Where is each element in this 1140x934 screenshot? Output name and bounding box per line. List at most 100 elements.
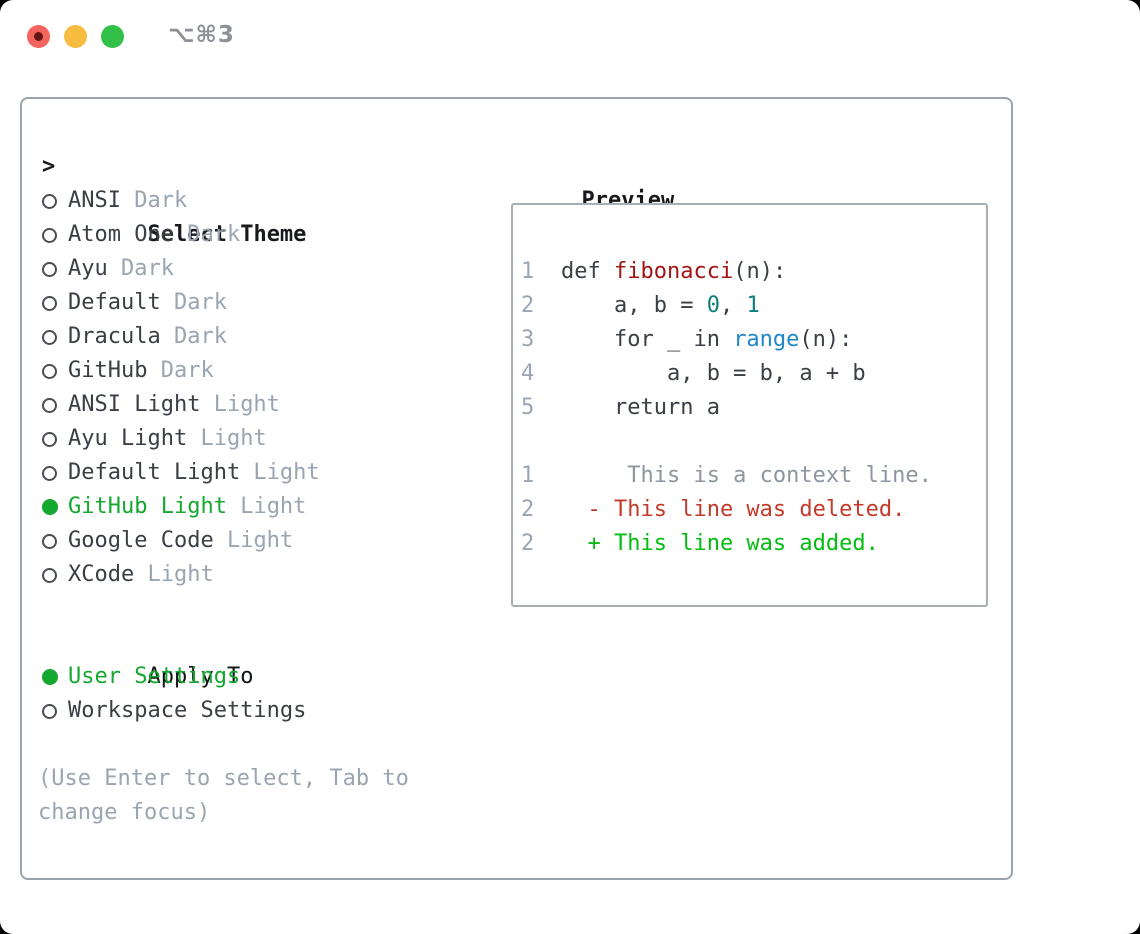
zoom-button[interactable] <box>101 25 124 48</box>
line-number: 2 <box>521 531 535 556</box>
unsaved-changes-dot-icon <box>34 32 43 41</box>
hint-text-line2: change focus) <box>38 800 211 825</box>
close-button[interactable] <box>27 25 50 48</box>
preview-header: Preview <box>502 150 674 213</box>
theme-variant: Light <box>200 392 280 417</box>
select-theme-title: Select Theme <box>147 222 307 247</box>
theme-option-github-light[interactable]: GitHub Light Light <box>42 490 307 524</box>
line-text: return a <box>561 391 720 425</box>
diff-line: 2 - This line was deleted. <box>513 493 986 527</box>
radio-icon <box>42 363 57 379</box>
apply-to-header: Apply To <box>68 626 253 689</box>
token-plain: for _ in <box>561 327 734 352</box>
theme-option-google-code[interactable]: Google Code Light <box>42 524 294 558</box>
line-text: a, b = b, a + b <box>561 357 866 391</box>
theme-variant: Dark <box>160 290 227 315</box>
token-number: 1 <box>746 293 760 318</box>
theme-variant: Light <box>240 460 320 485</box>
theme-option-ayu[interactable]: Ayu Dark <box>42 252 174 286</box>
token-added: + This line was added. <box>561 531 879 556</box>
theme-variant: Dark <box>160 324 227 349</box>
line-text: - This line was deleted. <box>561 493 905 527</box>
token-plain: (n): <box>733 259 787 284</box>
radio-icon <box>42 703 57 719</box>
radio-icon <box>42 329 57 345</box>
code-line: 5 return a <box>513 391 986 425</box>
line-number: 3 <box>521 327 535 352</box>
radio-icon <box>42 567 57 583</box>
apply-option-workspace-settings[interactable]: Workspace Settings <box>42 694 307 728</box>
theme-option-ansi-light[interactable]: ANSI Light Light <box>42 388 280 422</box>
token-builtin: range <box>733 327 800 352</box>
theme-variant: Light <box>226 494 307 519</box>
diff-line: 2 + This line was added. <box>513 527 986 561</box>
token-context: This is a context line. <box>561 463 932 488</box>
token-number: 0 <box>706 293 720 318</box>
line-number: 2 <box>521 497 535 522</box>
apply-to-title: Apply To <box>147 664 254 689</box>
radio-icon <box>42 261 57 277</box>
line-number: 1 <box>521 259 535 284</box>
minimize-button[interactable] <box>64 25 87 48</box>
radio-icon <box>42 193 57 209</box>
theme-name: XCode <box>68 562 135 587</box>
theme-option-github[interactable]: GitHub Dark <box>42 354 214 388</box>
theme-name: Ayu <box>68 256 108 281</box>
radio-selected-icon <box>42 499 58 515</box>
theme-name: ANSI Light <box>68 392 201 417</box>
line-number: 1 <box>521 463 535 488</box>
theme-option-ansi[interactable]: ANSI Dark <box>42 184 188 218</box>
theme-variant: Dark <box>120 188 188 213</box>
token-plain: a, b = <box>561 293 707 318</box>
theme-variant: Dark <box>147 358 214 383</box>
token-plain: , <box>719 293 747 318</box>
token-function: fibonacci <box>613 259 734 284</box>
diff-line: 1 This is a context line. <box>513 459 986 493</box>
line-number: 5 <box>521 395 535 420</box>
line-text: This is a context line. <box>561 459 932 493</box>
line-text: for _ in range(n): <box>561 323 852 357</box>
line-text: def fibonacci(n): <box>561 255 786 289</box>
line-text: a, b = 0, 1 <box>561 289 760 323</box>
theme-option-atom-one[interactable]: Atom One Dark <box>42 218 240 252</box>
radio-selected-icon <box>42 669 58 685</box>
token-plain: return a <box>561 395 720 420</box>
apply-option-label: User Settings <box>68 664 241 689</box>
theme-option-xcode[interactable]: XCode Light <box>42 558 214 592</box>
prompt-caret-icon: > <box>42 154 56 179</box>
theme-name: Default Light <box>68 460 241 485</box>
line-text: + This line was added. <box>561 527 879 561</box>
theme-variant: Light <box>213 528 294 553</box>
apply-option-user-settings[interactable]: User Settings <box>42 660 241 694</box>
theme-option-dracula[interactable]: Dracula Dark <box>42 320 227 354</box>
theme-name: Atom One <box>68 222 174 247</box>
radio-icon <box>42 533 57 549</box>
radio-icon <box>42 227 57 243</box>
token-plain: def <box>561 259 614 284</box>
theme-name: GitHub <box>68 358 148 383</box>
line-number: 2 <box>521 293 535 318</box>
theme-name: GitHub Light <box>68 494 227 519</box>
theme-option-default[interactable]: Default Dark <box>42 286 227 320</box>
radio-icon <box>42 295 57 311</box>
theme-option-default-light[interactable]: Default Light Light <box>42 456 320 490</box>
radio-icon <box>42 431 57 447</box>
theme-name: Ayu Light <box>68 426 188 451</box>
apply-option-label: Workspace Settings <box>68 698 307 723</box>
radio-icon <box>42 465 57 481</box>
line-number: 4 <box>521 361 535 386</box>
theme-option-ayu-light[interactable]: Ayu Light Light <box>42 422 267 456</box>
token-plain: (n): <box>799 327 853 352</box>
code-line: 4 a, b = b, a + b <box>513 357 986 391</box>
theme-name: ANSI <box>68 188 121 213</box>
token-deleted: - This line was deleted. <box>561 497 906 522</box>
code-line: 3 for _ in range(n): <box>513 323 986 357</box>
token-plain: a, b = b, a + b <box>561 361 866 386</box>
window-title: ⌥⌘3 <box>168 22 235 48</box>
theme-variant: Light <box>134 562 214 587</box>
code-line: 1 def fibonacci(n): <box>513 255 986 289</box>
radio-icon <box>42 397 57 413</box>
theme-variant: Dark <box>107 256 174 281</box>
